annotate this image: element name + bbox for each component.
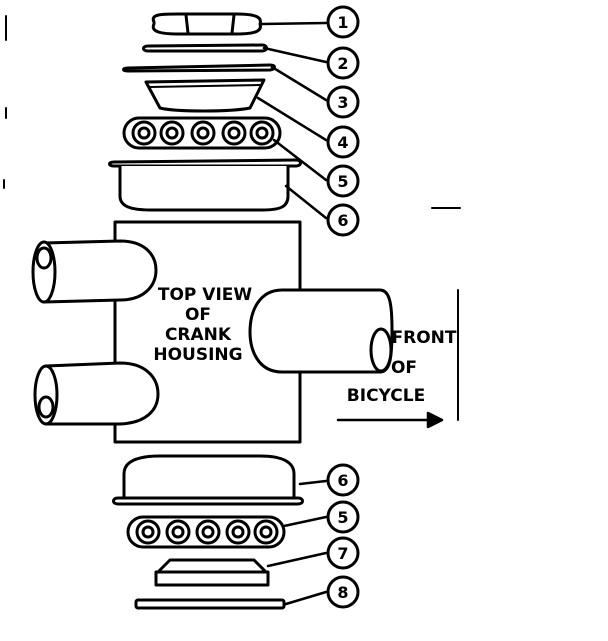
callout-1: 1 [326,5,360,39]
tube-lower-left [33,361,160,426]
housing-label-line-4: HOUSING [153,345,242,365]
callout-6-bottom-number: 6 [337,471,348,490]
part-4-adjustable-cone [144,78,266,113]
callout-5-top: 5 [326,164,360,198]
callout-4: 4 [326,125,360,159]
callout-5-top-number: 5 [337,172,348,191]
housing-label: TOP VIEW OF CRANK HOUSING [153,285,252,365]
tube-upper-left [31,239,158,304]
part-8-washer [134,598,286,610]
housing-label-line-1: TOP VIEW [158,285,253,305]
direction-label-line-2: OF [391,358,417,378]
scan-specks [3,15,461,421]
part-5-ball-retainer-top [122,116,282,150]
callout-4-number: 4 [337,133,348,152]
part-5-ball-retainer-bottom [126,515,286,549]
callout-3-number: 3 [337,93,348,112]
direction-label-line-1: FRONT [392,328,457,348]
callout-5-bottom-number: 5 [337,508,348,527]
housing-label-line-3: CRANK [165,325,232,345]
part-1-locknut [151,12,262,36]
callout-6-top-number: 6 [337,211,348,230]
callout-8-number: 8 [337,583,348,602]
callout-5-bottom: 5 [326,500,360,534]
callout-2: 2 [326,46,360,80]
direction-label: FRONT OF BICYCLE [347,328,457,406]
part-6-cup-bottom [112,454,304,506]
callout-6-top: 6 [326,203,360,237]
part-2-washer [142,43,268,53]
part-3-lock-washer [122,63,276,73]
callout-6-bottom: 6 [326,463,360,497]
callout-7: 7 [326,536,360,570]
housing-label-line-2: OF [185,305,211,325]
callout-2-number: 2 [337,54,348,73]
callout-7-number: 7 [337,544,348,563]
front-arrow [336,411,444,429]
direction-label-line-3: BICYCLE [347,386,425,406]
callout-leaders [256,21,328,606]
callout-3: 3 [326,85,360,119]
callout-1-number: 1 [337,13,348,32]
tube-right [248,288,394,374]
callout-8: 8 [326,575,360,609]
part-6-cup-top [108,158,302,212]
part-7-crown-race [154,558,270,587]
